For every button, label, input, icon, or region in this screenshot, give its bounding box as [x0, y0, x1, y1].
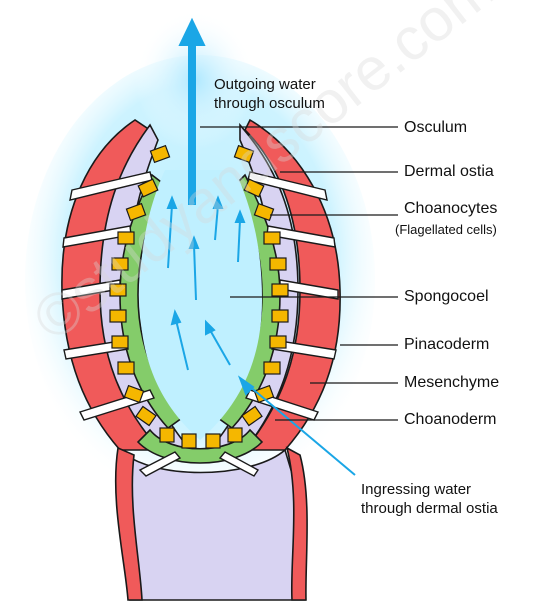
flagellated-cells-label: (Flagellated cells) [395, 222, 497, 237]
choanoderm-label: Choanoderm [404, 411, 497, 428]
outgoing-label-line1: Outgoing water [214, 76, 316, 93]
stalk-left-pinacoderm [114, 446, 143, 601]
spongocoel-label: Spongocoel [404, 288, 489, 305]
outgoing-label-line2: through osculum [214, 95, 325, 112]
dermal-ostia-label: Dermal ostia [404, 163, 494, 180]
pinacoderm-label: Pinacoderm [404, 336, 490, 353]
mesenchyme-label: Mesenchyme [404, 374, 500, 391]
choanocytes-label: Choanocytes [404, 200, 498, 217]
ingressing-label-line1: Ingressing water [361, 481, 472, 498]
stalk-right-pinacoderm [285, 446, 308, 601]
choanocytes [109, 144, 289, 449]
water-arrows [166, 17, 356, 476]
osculum-label: Osculum [404, 119, 468, 136]
right-pinacoderm [243, 118, 341, 451]
ingressing-label-line2: through dermal ostia [361, 500, 498, 517]
leader-lines [200, 126, 398, 421]
